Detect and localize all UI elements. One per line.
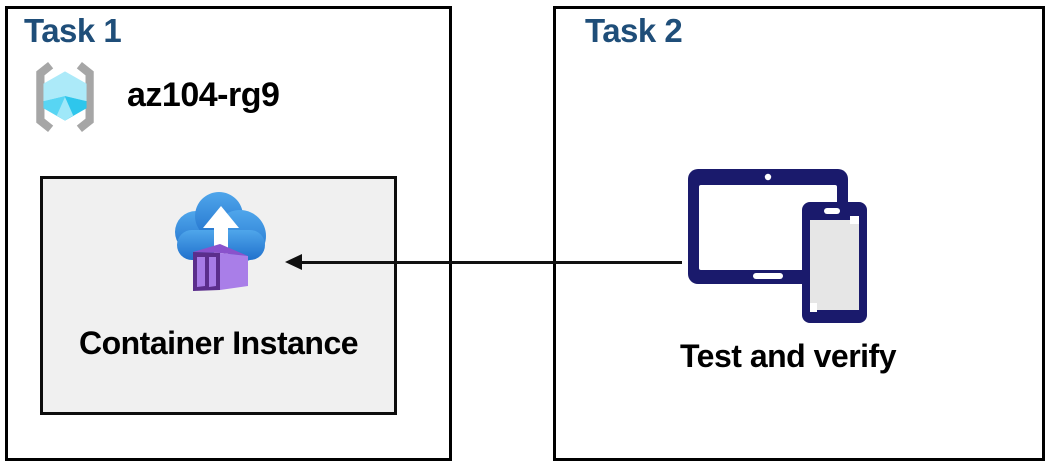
container-instance-box [40,176,397,415]
container-instance-label: Container Instance [78,325,359,361]
resource-group-icon [36,61,94,133]
connector-arrow-head-icon [285,254,302,270]
connector-arrow-line [300,261,682,264]
resource-group-name: az104-rg9 [127,76,280,114]
task1-title: Task 1 [24,12,122,49]
container-instance-icon [175,192,266,291]
task2-title: Task 2 [585,12,683,49]
tablet-and-phone-icon [688,169,867,323]
devices-label: Test and verify [680,338,896,374]
